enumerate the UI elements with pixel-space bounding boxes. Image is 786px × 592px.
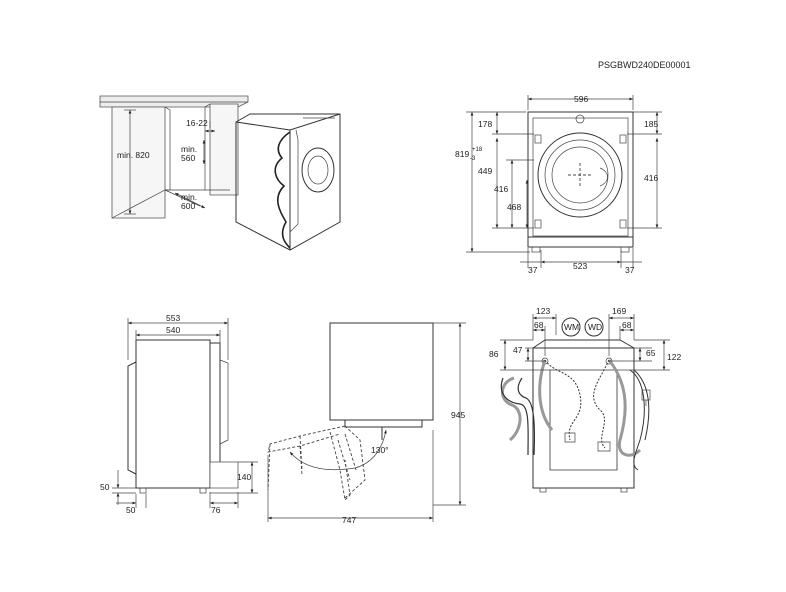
dim-122: 122 bbox=[667, 352, 681, 362]
dim-50-horizontal: 50 bbox=[126, 505, 136, 515]
label-wd: WD bbox=[588, 322, 602, 332]
rear-view: WM WD 123 68 169 68 86 47 65 bbox=[489, 306, 681, 493]
dim-416-left: 416 bbox=[494, 184, 508, 194]
dim-76: 76 bbox=[211, 505, 221, 515]
door-opening-view: 130° 945 747 bbox=[267, 322, 466, 525]
dim-819-sub: -3 bbox=[470, 156, 476, 162]
dim-523: 523 bbox=[573, 261, 587, 271]
dim-68-left: 68 bbox=[534, 320, 544, 330]
dim-min-820: min. 820 bbox=[117, 150, 150, 160]
label-wm: WM bbox=[564, 322, 579, 332]
dim-416-right: 416 bbox=[644, 173, 658, 183]
dim-min-600-b: 600 bbox=[181, 201, 195, 211]
dim-596: 596 bbox=[574, 94, 588, 104]
dim-468: 468 bbox=[507, 202, 521, 212]
dim-47: 47 bbox=[513, 345, 523, 355]
dim-min-560-a: min. bbox=[181, 144, 197, 154]
dim-37-left: 37 bbox=[528, 265, 538, 275]
front-view: 596 819 +18 -3 178 449 416 468 185 416 bbox=[455, 94, 662, 275]
dim-65: 65 bbox=[646, 348, 656, 358]
dim-449: 449 bbox=[478, 166, 492, 176]
dim-553: 553 bbox=[166, 313, 180, 323]
dim-123: 123 bbox=[536, 306, 550, 316]
dim-140: 140 bbox=[237, 472, 251, 482]
dim-16-22: 16-22 bbox=[186, 118, 208, 128]
side-view: 553 540 50 50 140 76 bbox=[100, 313, 258, 515]
product-code: PSGBWD240DE00001 bbox=[598, 60, 691, 70]
dim-68-right: 68 bbox=[622, 320, 632, 330]
dim-37-right: 37 bbox=[625, 265, 635, 275]
dim-50-vertical: 50 bbox=[100, 482, 110, 492]
dim-819: 819 bbox=[455, 149, 469, 159]
dim-min-600-a: min. bbox=[181, 192, 197, 202]
angle-130: 130° bbox=[371, 445, 389, 455]
dim-86: 86 bbox=[489, 349, 499, 359]
dim-945: 945 bbox=[451, 410, 465, 420]
installation-niche-view: min. 820 16-22 min. 560 min. 600 bbox=[99, 95, 341, 251]
dim-819-sup: +18 bbox=[472, 147, 483, 153]
dim-747: 747 bbox=[342, 515, 356, 525]
dim-178: 178 bbox=[478, 119, 492, 129]
dim-min-560-b: 560 bbox=[181, 153, 195, 163]
dim-540: 540 bbox=[166, 325, 180, 335]
dim-169: 169 bbox=[612, 306, 626, 316]
dim-185: 185 bbox=[644, 119, 658, 129]
